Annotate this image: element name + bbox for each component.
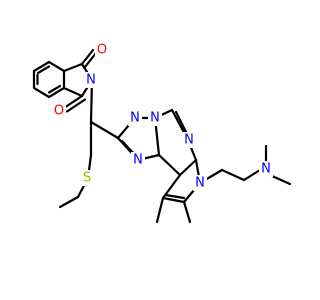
atom-pyrimidine-nitrogen: N [184, 133, 194, 148]
atom-labels: O O N S N N N N N N [52, 42, 273, 191]
atom-pyrrole-nitrogen: N [195, 176, 205, 191]
dimethylaminoethyl-chain [198, 144, 292, 186]
atom-triazole-nitrogen-1: N [130, 111, 140, 126]
atom-oxygen-top: O [97, 43, 107, 58]
structure-drawing: O O N S N N N N N N [32, 42, 292, 224]
side-chain [58, 78, 120, 209]
atom-imide-nitrogen: N [86, 73, 96, 88]
atom-triazole-nitrogen-3: N [133, 153, 143, 168]
atom-sulfur: S [83, 171, 91, 186]
atom-amine-nitrogen: N [261, 162, 271, 177]
atom-triazole-nitrogen-2: N [150, 111, 160, 126]
benzene-ring [32, 60, 66, 99]
atom-oxygen-bottom: O [54, 104, 64, 119]
molecule-diagram: O O N S N N N N N N [32, 42, 292, 224]
